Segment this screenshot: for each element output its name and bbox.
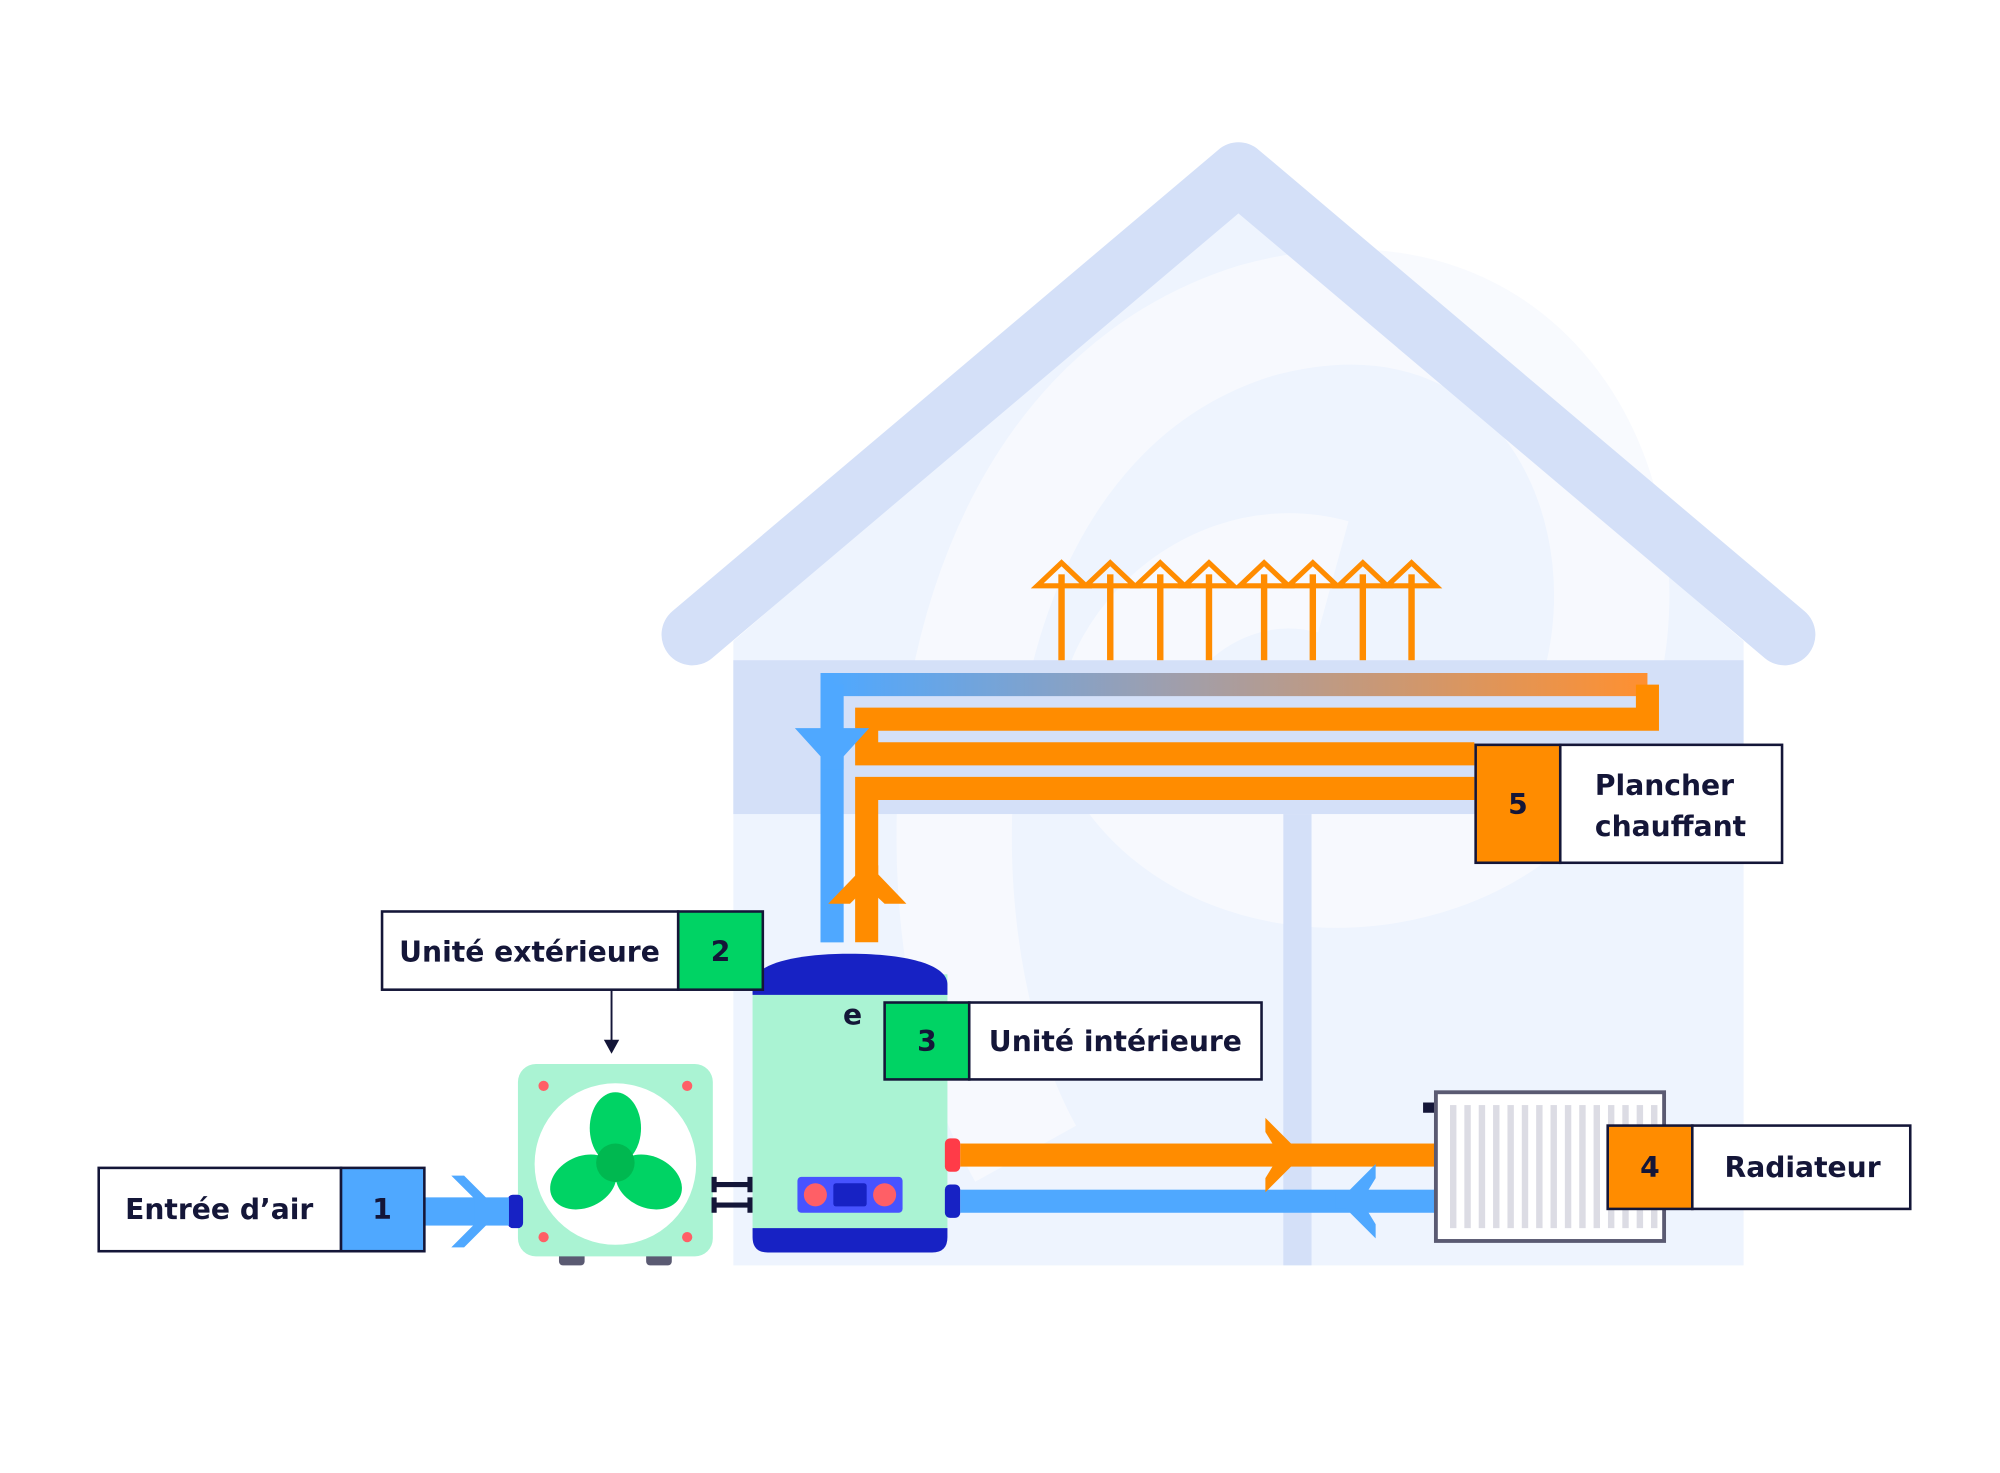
heat-rising-arrow-icon (1282, 559, 1344, 661)
radiator-fin (1564, 1105, 1572, 1229)
label-unite-exterieure: Unité extérieure 2 (380, 910, 765, 1054)
air-intake-arrow (424, 1175, 509, 1248)
floor-pipe-supply (855, 776, 1475, 943)
screw-icon (538, 1080, 549, 1091)
hot-flow-arrow-right (1265, 1117, 1306, 1193)
label-number: 5 (1508, 788, 1528, 821)
label-radiateur: 4 Radiateur (1606, 1124, 1912, 1211)
heat-rising-arrow-icon (1129, 559, 1192, 661)
label-number: 2 (711, 935, 731, 968)
radiator-fin (1550, 1105, 1557, 1229)
label-text-line2: chauffant (1595, 810, 1746, 843)
indoor-unit-base (752, 1228, 948, 1253)
label-plancher-chauffant: 5 Plancher chauffant (1474, 743, 1784, 865)
hot-outlet-connector (944, 1138, 961, 1172)
heat-rising-arrow-icon (1030, 559, 1093, 661)
cold-flow-arrow-down (794, 728, 870, 770)
outdoor-unit (507, 1064, 753, 1266)
label-text: Unité intérieure (989, 1025, 1242, 1058)
radiator-fin (1464, 1105, 1471, 1229)
cold-flow-arrow-left (1335, 1164, 1376, 1239)
heat-rising-arrow-icon (1178, 559, 1240, 661)
floor-pipe-loop (855, 684, 1659, 766)
heat-rising-arrow-icon (1233, 559, 1295, 661)
pointer-arrowhead (603, 1039, 620, 1054)
radiator-pipes (960, 1117, 1438, 1239)
indoor-unit-top (752, 953, 948, 995)
radiator-fin (1593, 1105, 1600, 1229)
fan-icon (550, 1092, 682, 1210)
brand-logo: e (843, 998, 862, 1031)
roof (661, 142, 1816, 666)
screw-icon (682, 1080, 693, 1091)
cold-inlet-connector (944, 1184, 961, 1218)
screw-icon (682, 1231, 693, 1243)
radiator-fin (1478, 1105, 1486, 1229)
indicator-light (873, 1183, 897, 1207)
display-screen (833, 1183, 867, 1207)
label-unite-interieure: 3 Unité intérieure (883, 1001, 1263, 1081)
label-text-line1: Plancher (1595, 769, 1734, 802)
air-intake-connector (507, 1194, 524, 1229)
floor-heating-pipes (794, 673, 1659, 943)
radiator-fin (1536, 1105, 1543, 1229)
radiator-valve (1423, 1102, 1436, 1113)
indoor-unit: e (752, 953, 961, 1253)
label-text: Entrée d’air (125, 1193, 313, 1226)
heat-rising-arrow-icon (1380, 559, 1443, 661)
radiator-return-pipe (960, 1189, 1438, 1213)
radiator-fin (1493, 1105, 1500, 1229)
label-number: 3 (917, 1025, 937, 1058)
radiator-fin (1521, 1105, 1529, 1229)
label-text: Radiateur (1724, 1151, 1880, 1184)
radiator-fin (1507, 1105, 1514, 1229)
radiator-fin (1450, 1105, 1457, 1229)
radiator-supply-pipe (960, 1143, 1438, 1167)
indicator-light (803, 1183, 827, 1207)
screw-icon (538, 1231, 549, 1243)
heat-rising-arrow-icon (1332, 559, 1394, 661)
hot-flow-arrow-up (828, 865, 907, 904)
label-number: 1 (372, 1193, 392, 1226)
label-entree-air: Entrée d’air 1 (97, 1166, 426, 1253)
heat-rising-arrow-icon (1079, 559, 1142, 661)
heat-arrows (1030, 559, 1443, 661)
refrigerant-links (711, 1176, 753, 1213)
label-text: Unité extérieure (399, 935, 660, 968)
radiator-fin (1579, 1105, 1586, 1229)
label-number: 4 (1640, 1151, 1660, 1184)
